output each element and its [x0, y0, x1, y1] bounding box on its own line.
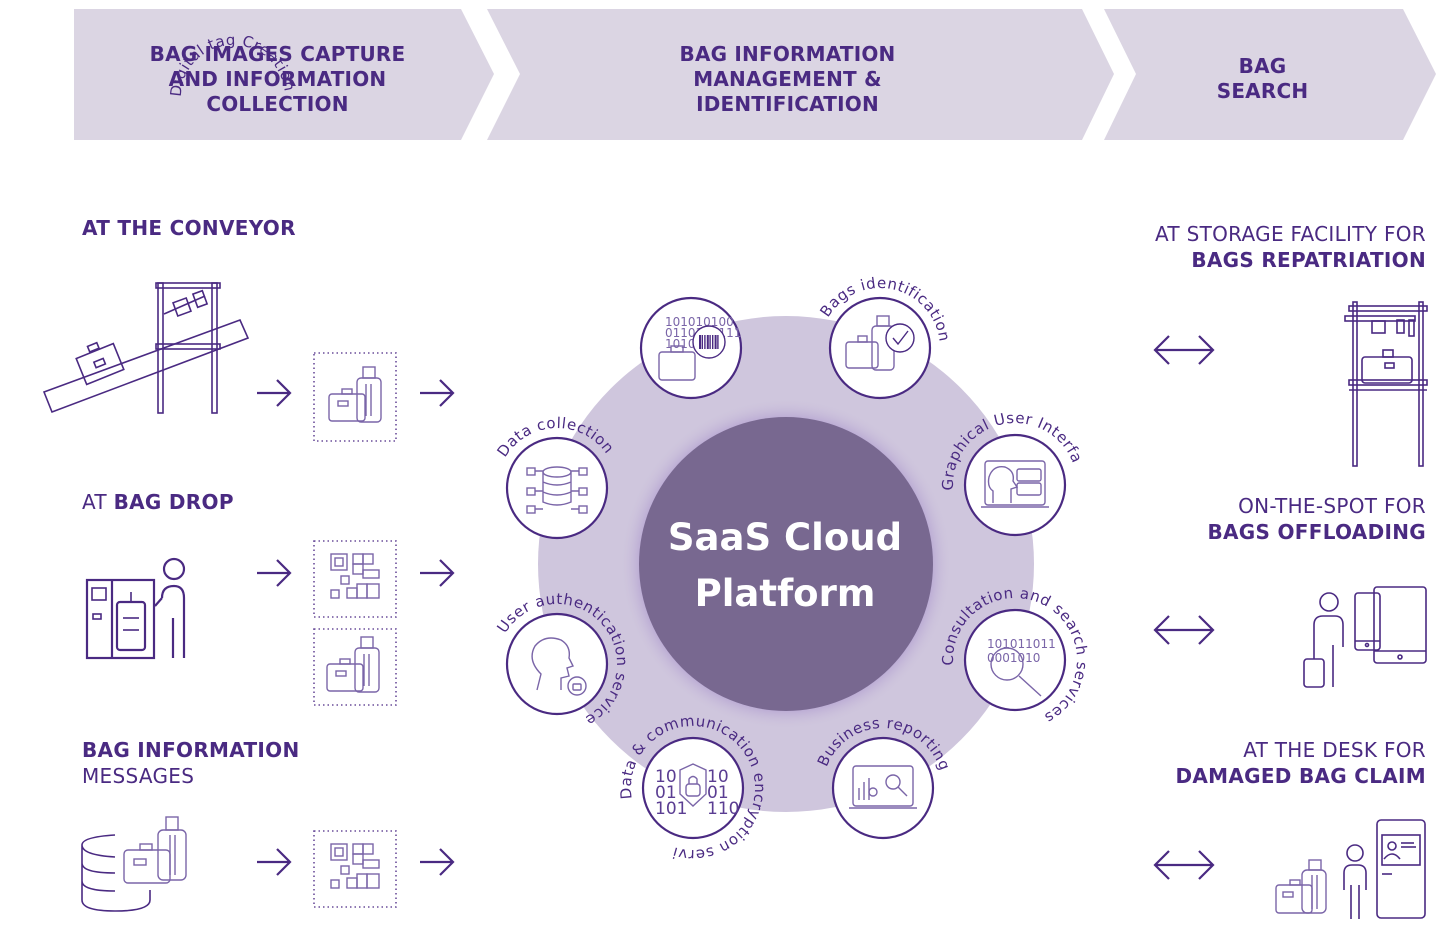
database-network-icon [526, 466, 588, 514]
arrow-right-icon [257, 379, 292, 407]
svg-text:101010100: 101010100 [665, 315, 734, 329]
section-label-conveyor: AT THE CONVEYOR [82, 216, 296, 240]
user-interface-icon [981, 460, 1049, 508]
qr-code-box [313, 540, 397, 618]
bag-drop-kiosk-icon [85, 557, 186, 660]
desk-claim-icon [1275, 819, 1426, 919]
platform-title: SaaS Cloud Platform [667, 516, 903, 615]
arrow-right-icon [420, 559, 455, 587]
service-node: Digital tag Creation 10101010001101101111… [167, 31, 743, 400]
bidirectional-arrow-icon [1153, 615, 1215, 645]
svg-text:10: 10 [707, 767, 729, 787]
barcode-tag-icon: 101010100011011011110101 [658, 315, 741, 381]
service-node: Data collection [493, 414, 617, 540]
person-mobile-devices-icon [1303, 586, 1427, 688]
service-label: Digital tag Creation [167, 31, 299, 98]
stage-title-3: BAG SEARCH [1216, 54, 1309, 103]
platform-diagram [538, 316, 1034, 812]
report-chart-icon [849, 765, 917, 809]
bidirectional-arrow-icon [1153, 850, 1215, 880]
database-luggage-icon [81, 816, 187, 912]
stage-title-1: BAG IMAGES CAPTURE AND INFORMATION COLLE… [149, 42, 406, 116]
stage-banner-1 [74, 9, 494, 140]
qr-code-icon [330, 553, 380, 599]
service-node: Consultation and search services10101101… [939, 584, 1090, 727]
stage-title-2: BAG INFORMATION MANAGEMENT & IDENTIFICAT… [679, 42, 896, 116]
service-node: Bags identification [816, 274, 953, 400]
qr-code-icon [330, 843, 380, 889]
svg-text:0001010: 0001010 [987, 651, 1040, 665]
section-label-repatriation: AT STORAGE FACILITY FOR BAGS REPATRIATIO… [1154, 222, 1426, 272]
service-node-circle [639, 296, 743, 400]
service-node-circle [831, 736, 935, 840]
stage-banner-2 [487, 9, 1114, 140]
qr-code-box [313, 830, 397, 908]
service-node: Business reporting [814, 714, 953, 840]
svg-text:10: 10 [655, 767, 677, 787]
section-label-bag-drop: AT BAG DROP [82, 490, 234, 514]
stage-banner-3 [1104, 9, 1436, 140]
core-circle [639, 417, 933, 711]
service-node: Data & communication encryption service1… [0, 0, 769, 864]
service-node-circle [505, 612, 609, 716]
arrow-right-icon [420, 379, 455, 407]
luggage-image-box [313, 352, 397, 442]
service-node-circle [505, 436, 609, 540]
arrow-right-icon [257, 559, 292, 587]
svg-text:01: 01 [655, 783, 677, 803]
arrow-right-icon [257, 848, 292, 876]
luggage-icon [328, 366, 382, 423]
luggage-icon [326, 636, 380, 693]
svg-text:01: 01 [707, 783, 729, 803]
conveyor-scanner-icon [42, 282, 250, 414]
luggage-image-box [313, 628, 397, 706]
bag-check-icon [845, 315, 915, 371]
storage-rack-icon [1344, 301, 1428, 467]
svg-text:101011011: 101011011 [987, 637, 1056, 651]
service-node-circle [963, 608, 1067, 712]
bidirectional-arrow-icon [1153, 335, 1215, 365]
service-node-circle [828, 296, 932, 400]
stage-banners [74, 9, 1436, 140]
section-label-offloading: ON-THE-SPOT FOR BAGS OFFLOADING [1207, 494, 1426, 544]
svg-text:101: 101 [655, 799, 687, 819]
service-label: Data & communication encryption service [0, 0, 769, 864]
service-node-circle [641, 736, 745, 840]
arrow-right-icon [420, 848, 455, 876]
svg-text:110: 110 [707, 799, 739, 819]
section-label-bag-messages: BAG INFORMATION MESSAGES [82, 738, 300, 788]
section-label-damaged-claim: AT THE DESK FOR DAMAGED BAG CLAIM [1175, 738, 1426, 788]
service-node: User authentication service [493, 590, 630, 730]
face-auth-icon [531, 637, 587, 696]
